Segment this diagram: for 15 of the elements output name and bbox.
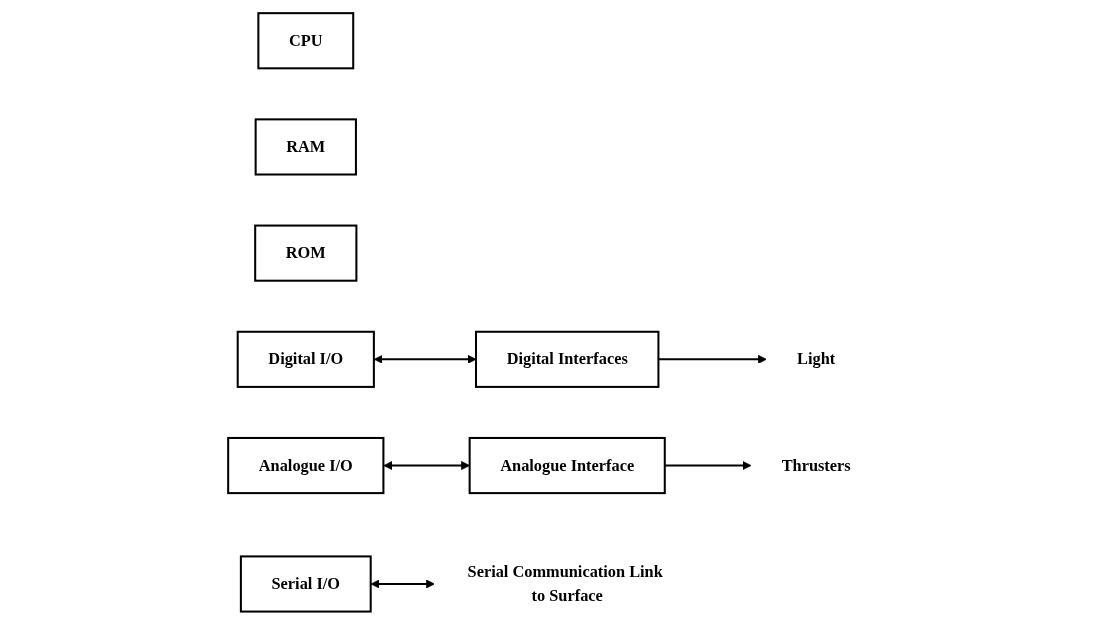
node-box: Serial I/O bbox=[239, 555, 372, 613]
arrow bbox=[383, 461, 470, 471]
arrow bbox=[664, 461, 752, 471]
arrow bbox=[370, 579, 435, 589]
node-box: CPU bbox=[257, 12, 354, 70]
node-box: ROM bbox=[253, 224, 358, 282]
arrow bbox=[658, 354, 767, 364]
node-box: Digital Interfaces bbox=[474, 330, 660, 388]
node-box: Digital I/O bbox=[236, 330, 375, 388]
node-box: Analogue I/O bbox=[226, 436, 385, 495]
node-text: Serial Communication Link to Surface bbox=[467, 562, 663, 605]
node-box: Analogue Interface bbox=[468, 436, 666, 495]
node-text: Thrusters bbox=[781, 456, 851, 474]
node-box: RAM bbox=[254, 118, 357, 176]
node-text: Light bbox=[796, 350, 835, 368]
